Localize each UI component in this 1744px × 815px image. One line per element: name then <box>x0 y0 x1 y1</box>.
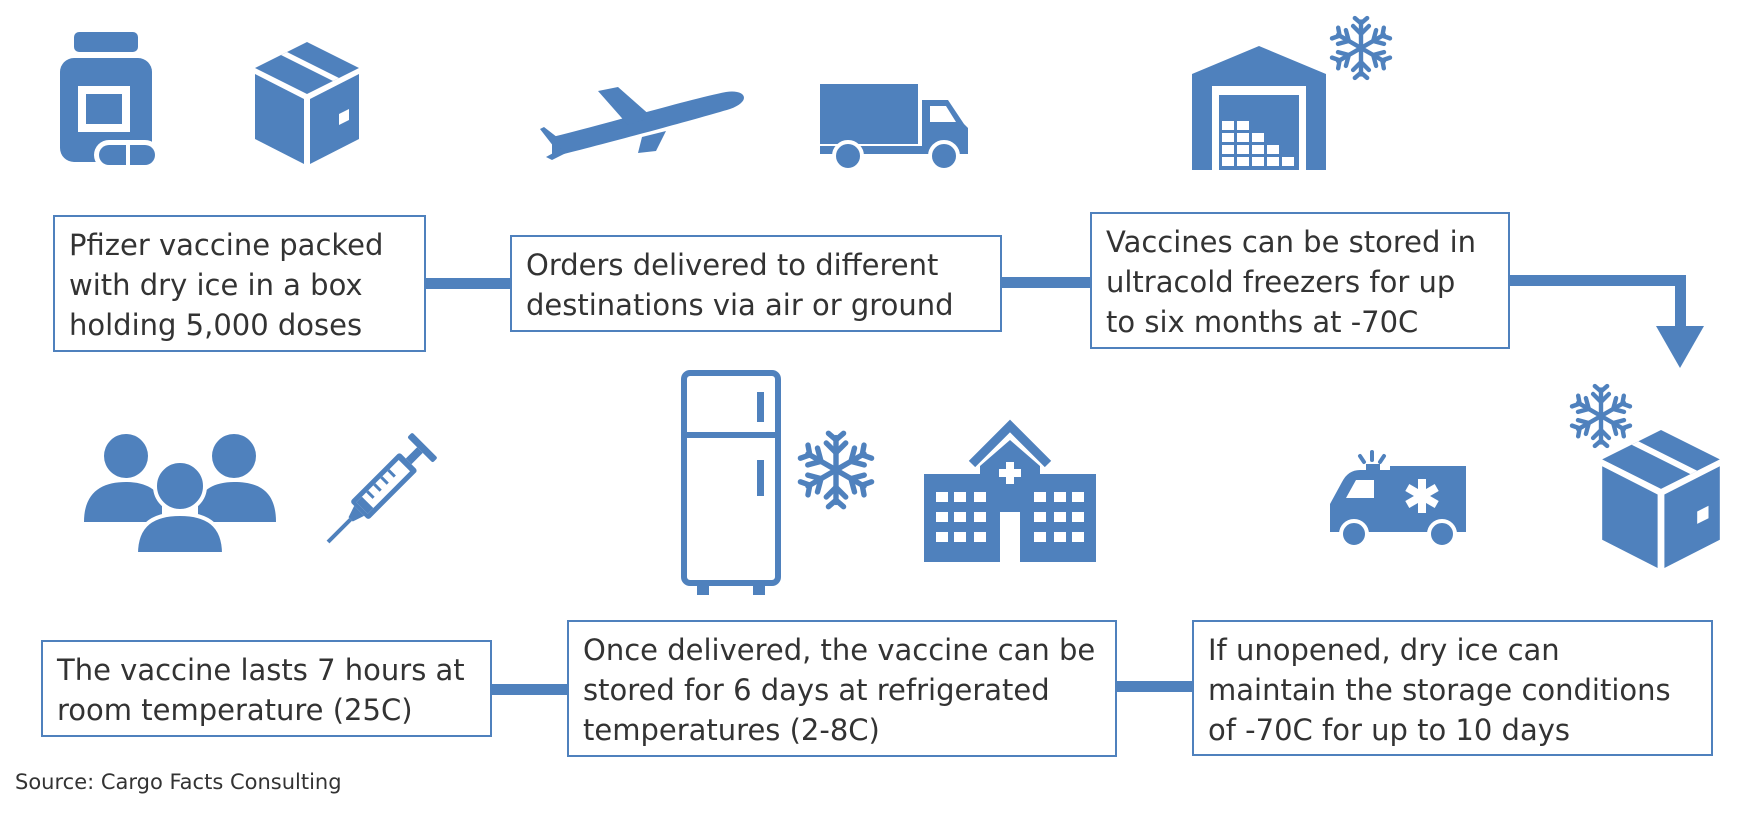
step-4-box: If unopened, dry ice can maintain the st… <box>1192 620 1713 756</box>
step-6-box: The vaccine lasts 7 hours at room temper… <box>41 640 492 737</box>
step-3-box: Vaccines can be stored in ultracold free… <box>1090 212 1510 349</box>
step-5-box: Once delivered, the vaccine can be store… <box>567 620 1117 757</box>
airplane-icon <box>540 87 744 160</box>
step-2-box: Orders delivered to different destinatio… <box>510 235 1002 332</box>
refrigerator-icon <box>681 370 781 595</box>
snowflake-icon <box>798 430 874 510</box>
medicine-bottle-icon <box>60 32 160 170</box>
connector-3-right <box>1508 275 1686 286</box>
step-5-line-3: temperatures (2-8C) <box>583 713 880 747</box>
step-5-line-1: Once delivered, the vaccine can be <box>583 633 1096 667</box>
step-2-line-1: Orders delivered to different <box>526 248 939 282</box>
connector-1-2 <box>424 278 512 289</box>
box-icon <box>255 42 359 164</box>
step-3-line-3: to six months at -70C <box>1106 305 1419 339</box>
step-4-line-1: If unopened, dry ice can <box>1208 633 1560 667</box>
connector-5-6 <box>488 684 572 695</box>
hospital-icon <box>924 419 1096 562</box>
step-4-line-3: of -70C for up to 10 days <box>1208 713 1571 747</box>
step-5-line-2: stored for 6 days at refrigerated <box>583 673 1050 707</box>
step-1-line-2: with dry ice in a box <box>69 268 363 302</box>
snowflake-icon <box>1330 14 1392 82</box>
ambulance-icon <box>1330 450 1466 549</box>
step-1-box: Pfizer vaccine packed with dry ice in a … <box>53 215 426 352</box>
step-3-line-1: Vaccines can be stored in <box>1106 225 1477 259</box>
syringe-icon <box>326 433 437 544</box>
step-1-line-3: holding 5,000 doses <box>69 308 363 342</box>
step-2-line-2: destinations via air or ground <box>526 288 954 322</box>
step-6-line-2: room temperature (25C) <box>57 693 413 727</box>
arrow-down-icon <box>1656 326 1704 368</box>
people-group-icon <box>84 434 276 556</box>
step-6-line-1: The vaccine lasts 7 hours at <box>57 653 465 687</box>
step-3-line-2: ultracold freezers for up <box>1106 265 1456 299</box>
step-1-line-1: Pfizer vaccine packed <box>69 228 384 262</box>
step-4-line-2: maintain the storage conditions <box>1208 673 1671 707</box>
connector-4-5 <box>1114 681 1196 692</box>
warehouse-icon <box>1192 46 1326 170</box>
connector-2-3 <box>1000 277 1092 288</box>
truck-icon <box>820 84 968 172</box>
box-icon <box>1602 430 1720 568</box>
source-caption: Source: Cargo Facts Consulting <box>15 770 342 794</box>
connector-down <box>1675 275 1686 331</box>
